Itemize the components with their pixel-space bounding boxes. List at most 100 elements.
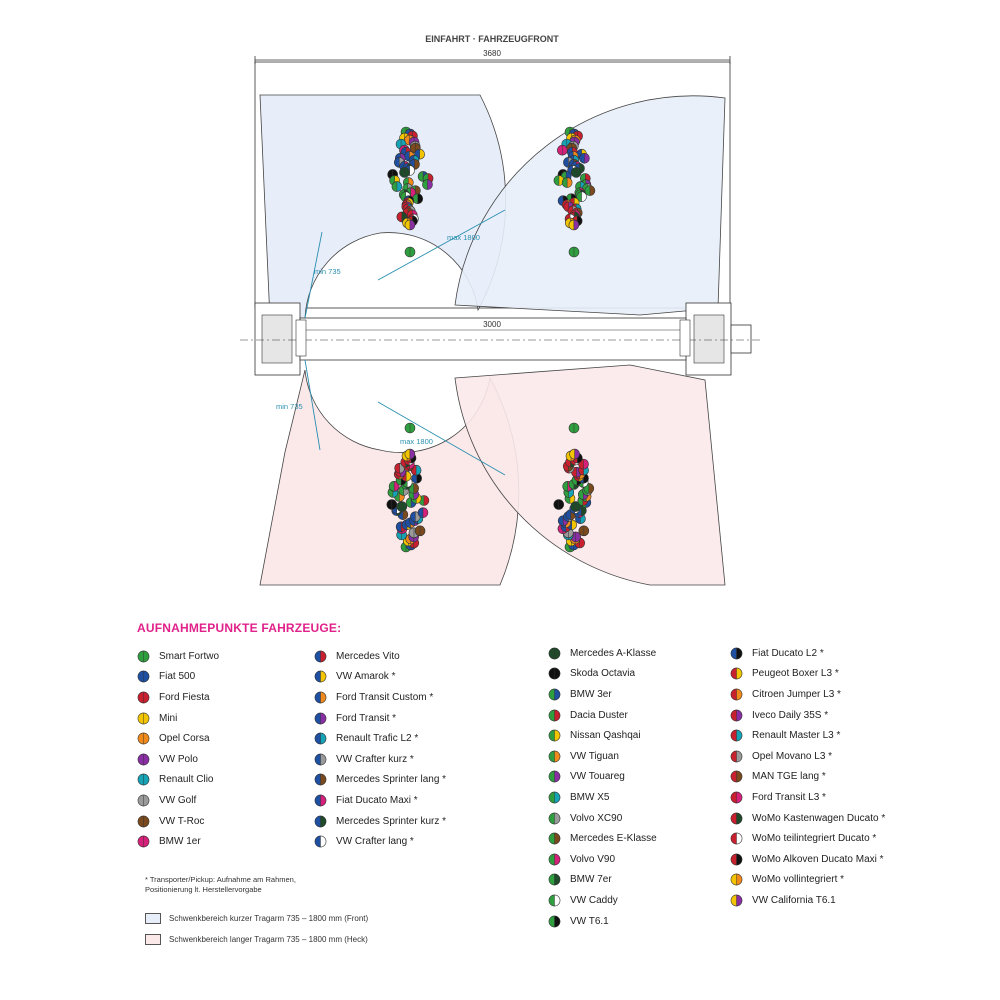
legend-item: VW Caddy	[548, 890, 778, 911]
legend-marker	[137, 815, 150, 827]
front-zone-swatch	[145, 913, 161, 924]
vehicle-marker-icon	[730, 647, 743, 660]
legend-item-label: WoMo Kastenwagen Ducato *	[752, 812, 886, 824]
legend-item-label: Ford Transit L3 *	[752, 791, 826, 803]
legend-item-label: VW Caddy	[570, 894, 618, 906]
legend-marker	[548, 894, 561, 907]
legend-marker	[314, 794, 327, 807]
vehicle-marker-icon	[548, 894, 561, 907]
legend-marker	[137, 650, 150, 663]
note-line-2: Positionierung lt. Herstellervorgabe	[145, 885, 262, 894]
marker-rear-right-21	[570, 501, 582, 512]
lift-top-view-diagram: EINFAHRT · FAHRZEUGFRONT 3680 3000 min 7…	[240, 34, 760, 586]
legend-marker	[137, 712, 150, 724]
legend-item: VW Crafter kurz *	[314, 749, 544, 770]
vehicle-marker-icon	[548, 771, 561, 783]
dimension-arrow-3	[304, 359, 321, 451]
marker-front-right-14	[579, 152, 590, 164]
legend-item: Ford Fiesta	[137, 687, 367, 708]
legend-item-label: VW Golf	[159, 794, 197, 806]
legend-item: Opel Corsa	[137, 728, 367, 749]
vehicle-marker-icon	[548, 750, 561, 763]
legend-item-label: Renault Master L3 *	[752, 730, 841, 742]
legend-marker	[730, 791, 743, 804]
vehicle-marker-icon	[314, 691, 327, 704]
marker-rear-left-smart	[404, 422, 416, 434]
dimension-arrow-2	[377, 209, 506, 281]
legend-marker	[314, 774, 327, 786]
front-zone-legend: Schwenkbereich kurzer Tragarm 735 – 1800…	[145, 913, 368, 924]
vehicle-marker-icon	[137, 732, 150, 745]
front-zone-legend-label: Schwenkbereich kurzer Tragarm 735 – 1800…	[169, 914, 369, 923]
legend-item-label: VW Tiguan	[570, 750, 619, 762]
vehicle-marker-icon	[548, 688, 561, 701]
legend-item: Ford Transit L3 *	[730, 787, 960, 808]
vehicle-marker-icon	[137, 753, 150, 766]
vehicle-marker-icon	[730, 853, 743, 866]
vehicle-marker-icon	[730, 832, 743, 845]
rear-max-label: max 1800	[400, 437, 433, 446]
marker-front-right-smart	[568, 246, 580, 258]
legend-marker	[137, 794, 150, 807]
marker-front-left-12	[414, 148, 425, 160]
marker-rear-left-22	[386, 499, 398, 510]
vehicle-marker-icon	[548, 812, 561, 824]
legend-item: BMW X5	[548, 787, 778, 808]
legend-item: BMW 1er	[137, 831, 367, 852]
legend-item: Dacia Duster	[548, 705, 778, 726]
legend-marker	[137, 774, 150, 786]
vehicle-marker-icon	[314, 650, 327, 663]
vehicle-marker-icon	[137, 671, 150, 683]
marker-front-right-47	[568, 219, 580, 231]
vehicle-marker-icon	[137, 794, 150, 807]
marker-front-left-28	[391, 181, 403, 192]
vehicle-marker-icon	[730, 750, 743, 763]
legend-item-label: MAN TGE lang *	[752, 771, 826, 783]
legend-item-label: Dacia Duster	[570, 709, 628, 721]
legend-marker	[137, 671, 150, 683]
legend-item: VW Crafter lang *	[314, 831, 544, 852]
vehicle-marker-icon	[548, 873, 561, 886]
vehicle-marker-icon	[730, 812, 743, 824]
legend-marker	[137, 753, 150, 766]
legend-item-label: WoMo vollintegriert *	[752, 874, 845, 886]
legend-item-label: Ford Transit Custom *	[336, 691, 434, 703]
legend-marker	[730, 853, 743, 866]
legend-marker	[314, 753, 327, 766]
legend-item: Fiat 500	[137, 667, 367, 688]
vehicle-marker-icon	[730, 791, 743, 804]
marker-front-left-smart	[404, 246, 416, 258]
legend-item-label: VW Crafter kurz *	[336, 753, 414, 765]
marker-rear-right-47	[569, 448, 580, 460]
marker-front-left-34	[412, 193, 424, 205]
vehicle-marker-icon	[137, 835, 150, 848]
legend-item: Opel Movano L3 *	[730, 746, 960, 767]
legend-item-label: Mercedes Sprinter kurz *	[336, 815, 447, 827]
legend-item-label: VW T6.1	[570, 915, 609, 927]
legend-item: Ford Transit *	[314, 708, 544, 729]
legend-marker	[548, 688, 561, 701]
vehicle-marker-icon	[137, 815, 150, 827]
marker-front-right-30	[584, 185, 596, 196]
marker-rear-right-smart	[568, 422, 580, 434]
legend-item: Mercedes Vito	[314, 646, 544, 667]
front-right-swing-zone	[454, 95, 726, 316]
legend-marker	[314, 671, 327, 683]
legend-marker	[730, 688, 743, 701]
legend-item-label: BMW X5	[570, 791, 610, 803]
legend-marker	[730, 647, 743, 660]
legend-item-label: Ford Fiesta	[159, 691, 210, 703]
legend-item: Fiat Ducato L2 *	[730, 643, 960, 664]
legend-item: VW T-Roc	[137, 811, 367, 832]
legend-marker	[548, 791, 561, 804]
legend-marker	[137, 835, 150, 848]
marker-rear-left-47	[404, 448, 416, 460]
vehicle-marker-icon	[314, 815, 327, 827]
legend-marker	[314, 835, 327, 848]
legend-item-label: Fiat Ducato Maxi *	[336, 794, 418, 806]
marker-front-right-21	[570, 167, 582, 178]
legend-marker	[730, 729, 743, 742]
legend-item: VW Touareg	[548, 767, 778, 788]
